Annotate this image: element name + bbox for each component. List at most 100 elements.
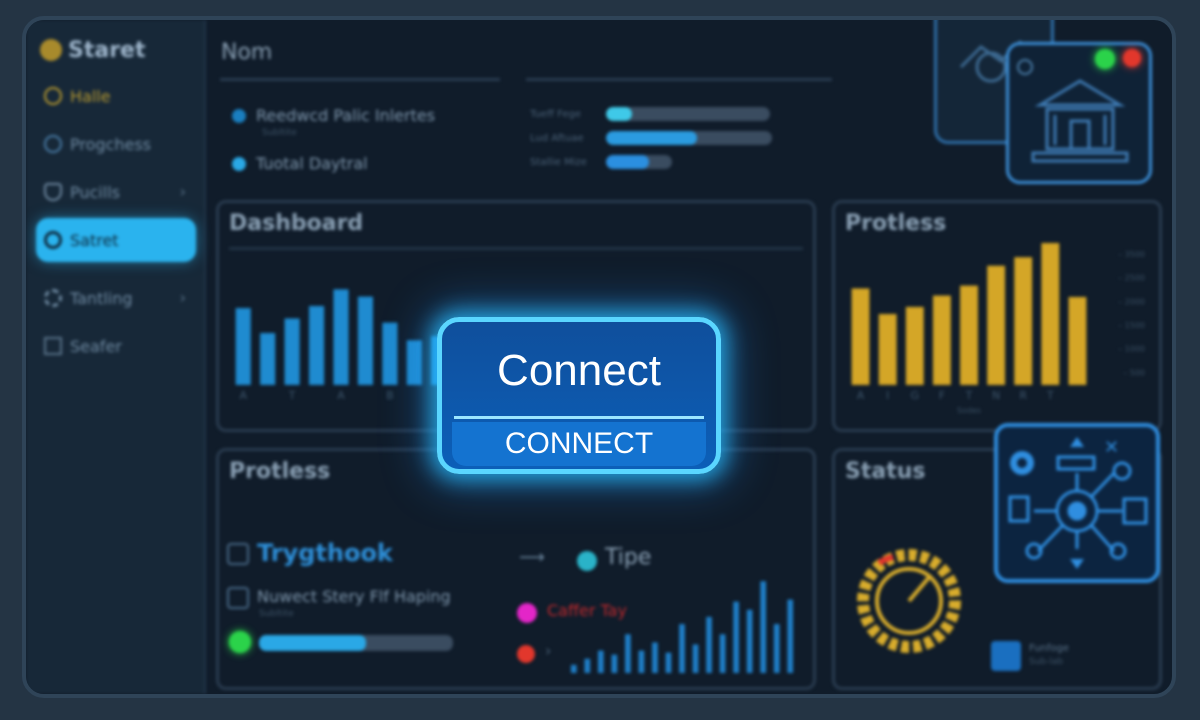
- sidebar-item-label: Seafer: [70, 337, 122, 356]
- chart-bar: [584, 658, 591, 673]
- chart-bar: [905, 306, 924, 385]
- connect-dialog: Connect CONNECT: [437, 317, 721, 474]
- sidebar-item-pucills[interactable]: Pucills ›: [36, 170, 196, 214]
- connect-divider: [454, 416, 704, 419]
- chart-bar: [260, 333, 276, 385]
- sidebar-item-seafer[interactable]: Seafer: [36, 324, 196, 368]
- y-tick-label: – 3500: [1118, 250, 1145, 259]
- progress-label: Tueff Fege: [530, 109, 582, 120]
- progress-label: Lud Aftuae: [530, 133, 584, 144]
- x-tick-label: B: [386, 389, 394, 402]
- progress-fill: [606, 155, 649, 169]
- workspace-progress-bar: [259, 635, 453, 651]
- chart-bar: [692, 644, 699, 673]
- chart-bar: [706, 616, 712, 673]
- connect-button[interactable]: CONNECT: [452, 422, 706, 466]
- tools-icon: ✕: [1104, 437, 1119, 458]
- y-tick-label: – 1000: [1118, 345, 1145, 354]
- chart-bar: [987, 265, 1006, 385]
- x-tick-label: T: [965, 389, 973, 402]
- building-icon: [1031, 79, 1129, 163]
- progress-fill: [259, 635, 366, 651]
- sidebar-item-satret[interactable]: Satret: [36, 218, 196, 262]
- sidebar-title: Staret: [68, 38, 146, 63]
- sidebar-item-halle[interactable]: Halle: [36, 74, 196, 118]
- x-tick-label: F: [939, 389, 945, 402]
- x-tick-label: A: [337, 389, 345, 402]
- building-card[interactable]: [1006, 42, 1152, 184]
- x-tick-label: T: [1046, 389, 1054, 402]
- chart-bar: [665, 652, 672, 673]
- chart-bar: [333, 289, 349, 385]
- chevron-right-icon: ›: [179, 182, 186, 201]
- chart-bar: [638, 650, 645, 673]
- chart-bar: [932, 295, 951, 385]
- chart-bar: [357, 296, 374, 385]
- chart-bar: [773, 624, 780, 673]
- x-tick-label: R: [1019, 389, 1027, 402]
- sidebar: Staret Halle Progchess Pucills › Satret …: [26, 20, 206, 694]
- x-tick-label: G: [911, 389, 920, 402]
- chart-bar: [679, 624, 685, 673]
- progress-label: Stallie Mize: [530, 157, 587, 168]
- logo-icon: [40, 39, 62, 61]
- search-icon: [44, 231, 62, 249]
- stat-item: Reedwcd Palic Inlertes: [232, 106, 435, 125]
- ring-icon: [1017, 59, 1033, 75]
- app-window: Staret Halle Progchess Pucills › Satret …: [22, 16, 1176, 698]
- chart-bar: [733, 601, 739, 673]
- stat-label: Tuotal Daytral: [256, 154, 368, 173]
- chart-bar: [406, 340, 422, 385]
- progress-fill: [606, 107, 633, 121]
- sidebar-item-progchess[interactable]: Progchess: [36, 122, 196, 166]
- x-axis-label: Sodes: [957, 406, 981, 415]
- status-teal-dot: [577, 551, 597, 571]
- caller-label: Caffer Tay: [547, 601, 627, 620]
- network-flow-panel[interactable]: ✕: [994, 423, 1160, 583]
- y-tick-label: – 1500: [1118, 321, 1145, 330]
- connect-title: Connect: [497, 346, 661, 395]
- clock-icon: [44, 87, 62, 105]
- folder-icon: [44, 337, 62, 355]
- header-divider: [526, 78, 832, 81]
- workspace-item[interactable]: Nuwect Stery Flf Haping: [257, 587, 451, 606]
- dashboard-bar-chart: ATABI: [235, 289, 447, 402]
- sidebar-item-label: Pucills: [70, 183, 120, 202]
- stat-sublabel: Subltite: [262, 128, 297, 138]
- chart-bar: [382, 322, 398, 385]
- chart-bar: [284, 318, 300, 385]
- progress-icon: [44, 135, 62, 153]
- status-red-dot: [517, 645, 535, 663]
- arrow-right-icon: ⟶: [519, 547, 545, 568]
- chart-bar: [719, 634, 726, 673]
- status-tag-sub: Sub-lab: [1029, 657, 1064, 667]
- x-tick-label: A: [239, 389, 247, 402]
- chart-bar: [652, 642, 658, 673]
- x-tick-label: N: [992, 389, 1000, 402]
- chevron-right-icon: ›: [179, 288, 186, 307]
- progress-bar: [606, 155, 672, 169]
- gauge-icon: [857, 549, 961, 653]
- header-divider: [220, 78, 500, 81]
- activity-bar-chart: [570, 581, 794, 673]
- workspace-title[interactable]: Trygthook: [257, 539, 393, 567]
- sidebar-item-label: Progchess: [70, 135, 151, 154]
- sidebar-item-label: Tantling: [70, 289, 133, 308]
- tipe-label: Tipe: [605, 545, 652, 570]
- protless-workspace-panel: Protless Trygthook Nuwect Stery Flf Hapi…: [216, 448, 816, 690]
- y-tick-label: – 2500: [1118, 274, 1145, 283]
- panel-divider: [229, 247, 803, 250]
- chart-bar: [1014, 257, 1033, 385]
- sidebar-item-tantling[interactable]: Tantling ›: [36, 276, 196, 320]
- chart-bar: [597, 650, 604, 673]
- x-tick-label: A: [857, 389, 865, 402]
- y-tick-label: – 500: [1123, 368, 1145, 377]
- bird-icon: [991, 641, 1021, 671]
- document-icon: [227, 587, 249, 609]
- status-magenta-dot: [517, 603, 537, 623]
- sidebar-header: Staret: [40, 38, 146, 63]
- gear-icon: [44, 289, 62, 307]
- chart-bar: [570, 664, 577, 673]
